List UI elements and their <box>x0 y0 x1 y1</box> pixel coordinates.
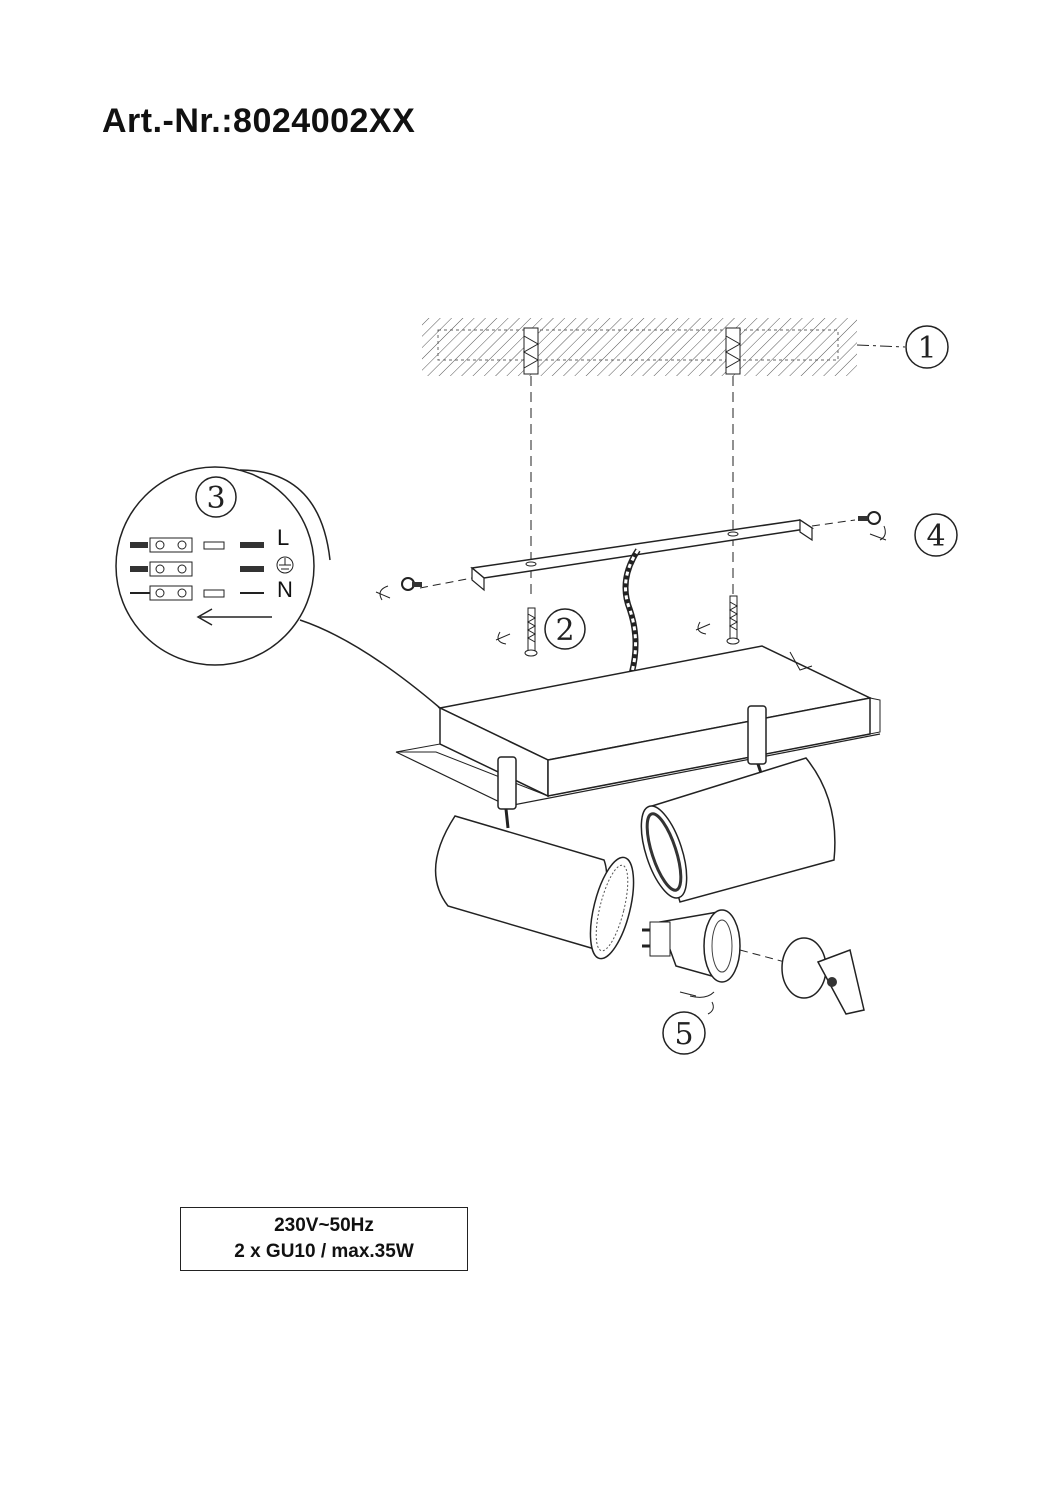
callout-1-number: 1 <box>917 331 936 366</box>
wall-plug-right <box>724 327 742 375</box>
bulb-retainer-clip <box>781 937 865 1015</box>
callout-4-number: 4 <box>926 519 945 554</box>
spotlight-left <box>434 815 635 960</box>
callout-2-number: 2 <box>555 613 574 648</box>
wall-plug-left <box>522 327 540 375</box>
wiring-label-live: L <box>277 525 289 550</box>
ceiling-screw-left <box>495 607 538 657</box>
mounting-bracket <box>470 518 815 592</box>
callout-3-number: 3 <box>206 481 225 516</box>
spec-voltage: 230V~50Hz <box>274 1215 374 1236</box>
callout-5-number: 5 <box>674 1017 693 1052</box>
callout-3: 3 <box>195 476 237 518</box>
guide-line-bracket-left <box>419 577 473 589</box>
callout-1: 1 <box>905 325 949 369</box>
side-screw-right <box>858 511 887 541</box>
ceiling-screw-right <box>695 595 740 645</box>
electrical-spec-box: 230V~50Hz 2 x GU10 / max.35W <box>180 1207 468 1271</box>
mains-cable <box>622 548 641 673</box>
guide-line-bulb <box>739 949 801 967</box>
spot-arm-right <box>747 705 767 777</box>
ceiling-slab <box>422 318 857 376</box>
callout-5: 5 <box>662 1011 706 1055</box>
side-screw-left <box>375 577 422 601</box>
leader-line-1 <box>856 344 906 348</box>
callout-4: 4 <box>914 513 958 557</box>
guide-line-bracket-right <box>811 519 856 527</box>
callout-2: 2 <box>544 608 586 650</box>
spotlight-right <box>640 757 836 903</box>
article-number-title: Art.-Nr.:8024002XX <box>102 102 416 140</box>
spec-bulbs: 2 x GU10 / max.35W <box>234 1241 414 1262</box>
spot-arm-left <box>497 756 517 829</box>
wiring-detail-bubble: L N <box>115 466 441 709</box>
wiring-label-neutral: N <box>277 577 293 602</box>
gu10-bulb <box>642 909 741 1015</box>
lamp-canopy <box>395 645 881 807</box>
